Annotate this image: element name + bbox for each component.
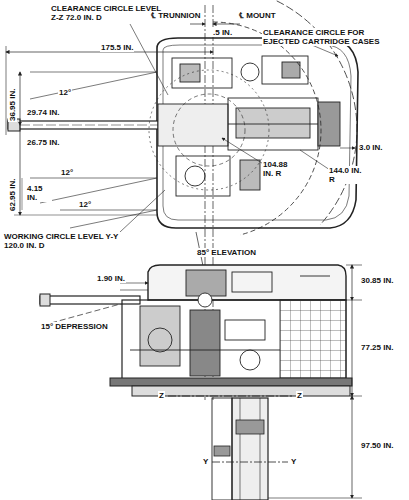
- dimension-label: CLEARANCE CIRCLE LEVEL Z-Z 72.0 IN. D: [50, 4, 164, 22]
- dimension-label: 15° DEPRESSION: [40, 322, 109, 331]
- dimension-label: 12°: [60, 168, 74, 177]
- dimension-label: 26.75 IN.: [26, 138, 60, 147]
- dimension-label: 30.85 IN.: [360, 276, 398, 285]
- dimension-label: 104.88 IN. R: [262, 160, 300, 178]
- dimension-label: 62.95 IN.: [8, 178, 17, 212]
- dimension-label: 29.74 IN.: [26, 108, 60, 117]
- dimension-label: WORKING CIRCLE LEVEL Y-Y 120.0 IN. D: [3, 232, 129, 250]
- dimension-label: Y: [290, 457, 297, 466]
- dimension-label: 12°: [78, 200, 92, 209]
- dimension-label: 97.50 IN.: [360, 441, 398, 450]
- dimension-label: ℄ TRUNNION: [150, 11, 201, 20]
- dimension-label: 175.5 IN.: [100, 43, 134, 52]
- dimension-label: ℄ MOUNT: [238, 11, 277, 20]
- dimension-label: .5 IN.: [212, 28, 233, 37]
- dimension-label: 144.0 IN. R: [328, 166, 366, 184]
- dimension-label: Z: [296, 391, 303, 400]
- dimension-label: 77.25 IN.: [360, 343, 398, 352]
- dimension-label: Y: [202, 457, 209, 466]
- dimension-label: 4.15 IN.: [26, 184, 52, 202]
- dimension-label: Z: [158, 391, 165, 400]
- dimension-label: 12°: [58, 88, 72, 97]
- dimension-label: 36.95 IN.: [8, 88, 17, 122]
- dimension-label: CLEARANCE CIRCLE FOR EJECTED CARTRIDGE C…: [262, 28, 392, 46]
- dimension-label: 85° ELEVATION: [196, 248, 257, 257]
- dimension-label: 1.90 IN.: [96, 274, 126, 283]
- dimension-label: 3.0 IN.: [358, 143, 384, 152]
